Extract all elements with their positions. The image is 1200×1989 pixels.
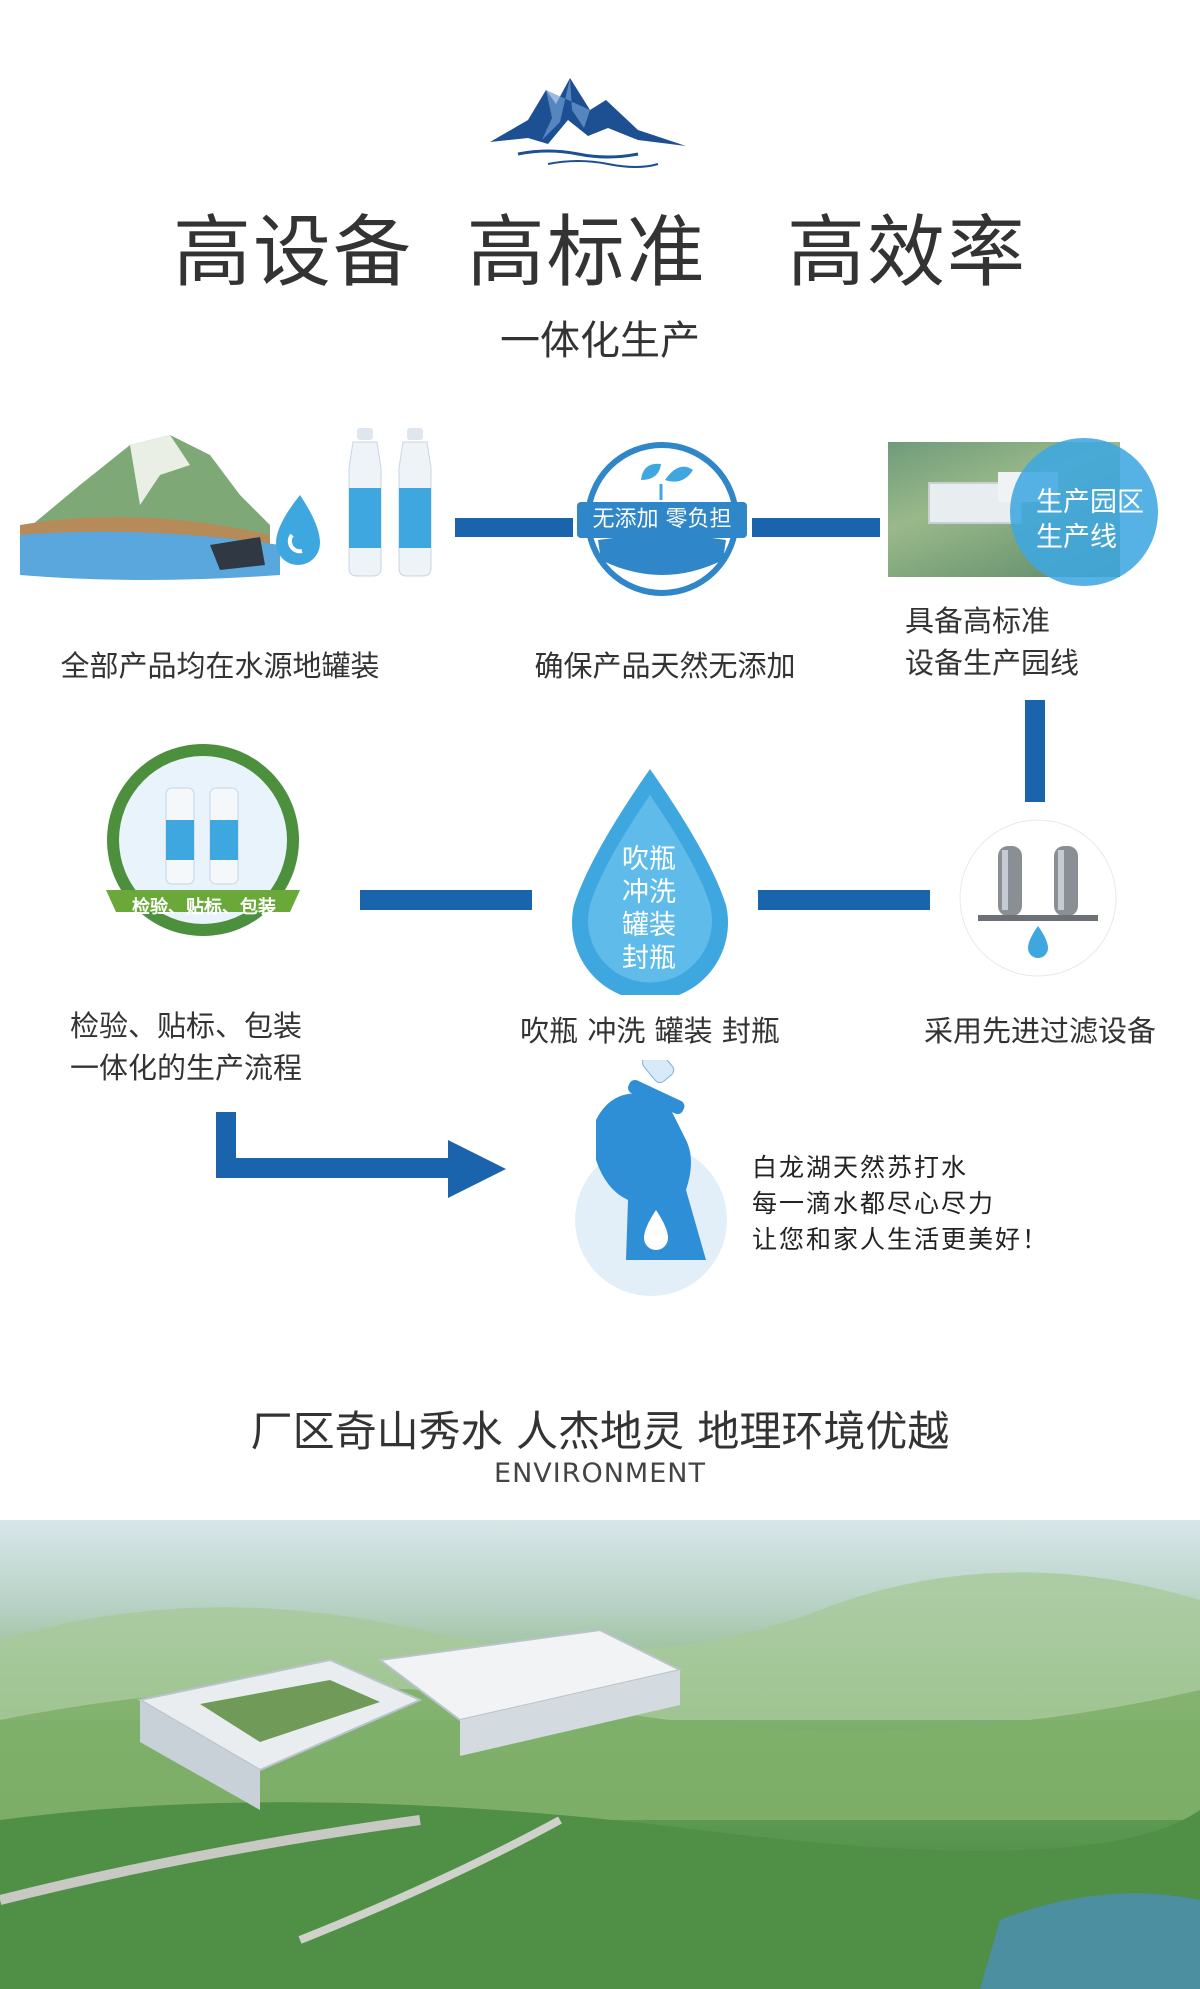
arrow-shaft-horizontal (216, 1158, 451, 1178)
park-caption: 具备高标准 设备生产园线 (905, 604, 1080, 680)
process-drop-line1: 吹瓶 (622, 844, 676, 875)
inspection-ribbon-label: 检验、贴标、包装 (132, 897, 276, 918)
connector-bar (360, 890, 532, 910)
environment-title: 厂区奇山秀水 人杰地灵 地理环境优越 (250, 1407, 950, 1456)
filter-caption: 采用先进过滤设备 (923, 1014, 1156, 1048)
landscape-scene-icon (0, 1572, 1200, 1989)
process-drop-line3: 罐装 (622, 910, 676, 941)
filter-equipment-icon (959, 819, 1117, 977)
water-drop-icon (572, 769, 728, 995)
bottle-pair-icon (348, 428, 432, 577)
slogan-line2: 每一滴水都尽心尽力 (752, 1189, 996, 1218)
connector-bar (758, 890, 930, 910)
park-badge (1010, 438, 1158, 586)
drinking-person-icon (575, 1060, 727, 1296)
process-caption: 吹瓶 冲洗 罐装 封瓶 (520, 1014, 780, 1048)
connector-bar (455, 518, 573, 537)
natural-badge: 无添加 零负担 (577, 440, 747, 598)
arrow-head-icon (448, 1140, 506, 1198)
water-source-illustration (20, 435, 320, 580)
factory-landscape-image (0, 1520, 1200, 1989)
park-badge-line1: 生产园区 (1036, 487, 1144, 518)
slogan-line1: 白龙湖天然苏打水 (752, 1153, 969, 1182)
inspect-caption: 检验、贴标、包装 一体化的生产流程 (70, 1009, 303, 1085)
inspection-badge-icon (106, 744, 300, 936)
environment-subtitle: ENVIRONMENT (494, 1458, 706, 1489)
slogan-block: 白龙湖天然苏打水 每一滴水都尽心尽力 让您和家人生活更美好！ (752, 1150, 1049, 1258)
mountain-logo-icon (490, 78, 686, 168)
connector-bar-vertical (1025, 700, 1045, 802)
process-drop-line2: 冲洗 (622, 877, 676, 908)
park-badge-line2: 生产线 (1036, 522, 1117, 553)
page-subtitle: 一体化生产 (500, 318, 700, 364)
page-title: 高设备 高标准 高效率 (173, 208, 1027, 298)
process-drop-line4: 封瓶 (622, 943, 676, 974)
slogan-line3: 让您和家人生活更美好！ (752, 1225, 1050, 1254)
natural-caption: 确保产品天然无添加 (534, 649, 796, 683)
connector-bar (752, 518, 880, 537)
source-caption: 全部产品均在水源地罐装 (60, 649, 380, 683)
natural-badge-label: 无添加 零负担 (577, 502, 747, 538)
